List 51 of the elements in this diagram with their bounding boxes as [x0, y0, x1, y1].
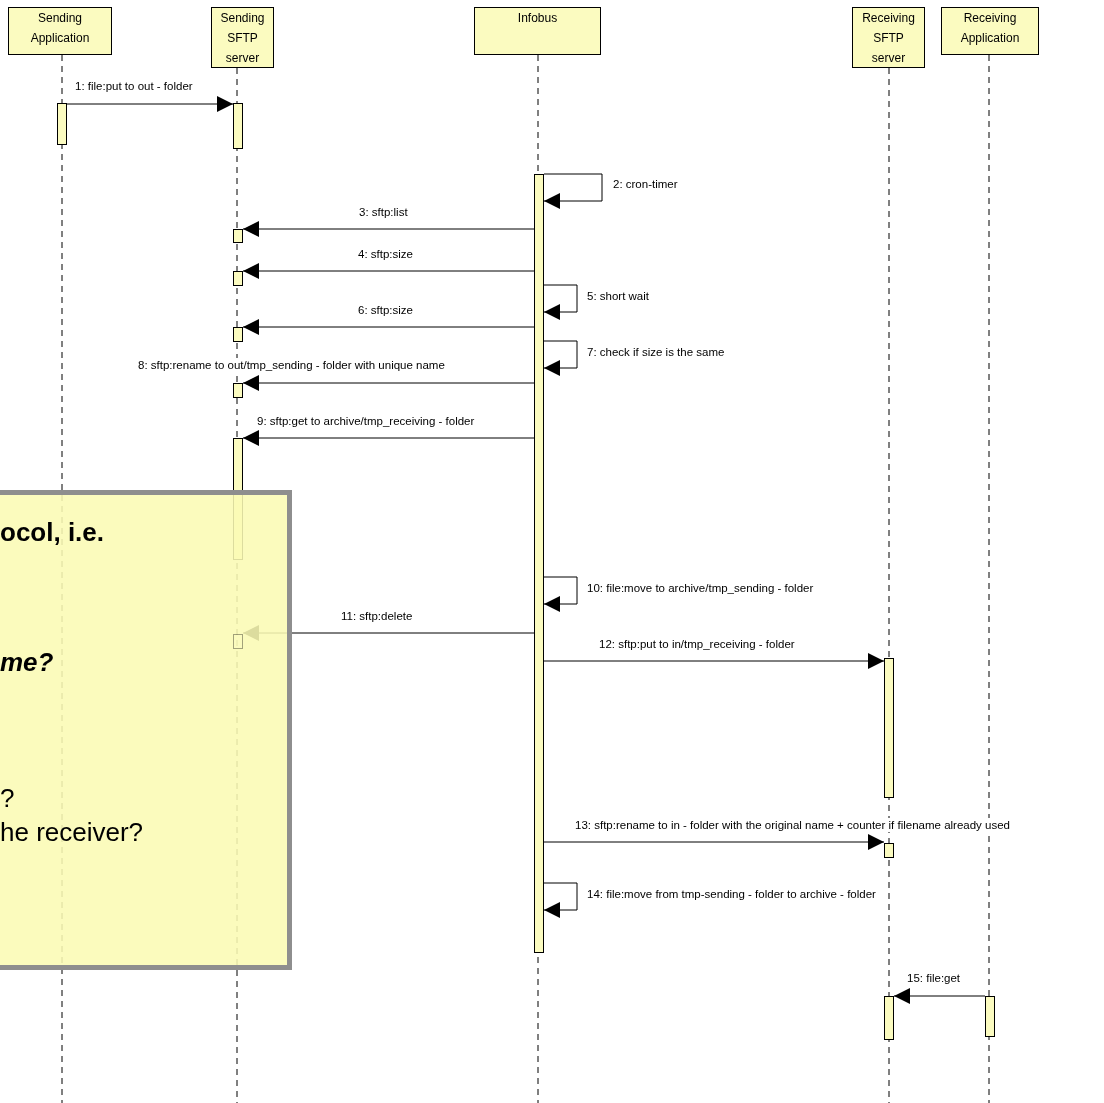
self-message-arrow — [543, 576, 578, 612]
activation-bar — [233, 383, 243, 398]
message-arrow — [893, 988, 986, 1004]
note-box — [0, 490, 292, 970]
note-text: me? — [0, 647, 54, 678]
note-text: he receiver? — [0, 817, 144, 848]
message-arrow — [242, 375, 535, 391]
activation-bar — [534, 174, 544, 953]
message-arrow — [242, 221, 535, 237]
participant-box: Receiving SFTP server — [852, 7, 925, 68]
message-label: 6: sftp:size — [357, 303, 414, 317]
participant-box: Infobus — [474, 7, 601, 55]
activation-bar — [884, 843, 894, 858]
message-label: 11: sftp:delete — [340, 609, 414, 623]
note-text: ocol, i.e. — [0, 517, 105, 548]
activation-bar — [233, 271, 243, 286]
message-label: 1: file:put to out - folder — [74, 79, 194, 93]
message-label: 13: sftp:rename to in - folder with the original name + counter if filename already used — [574, 818, 1011, 832]
message-label: 2: cron-timer — [612, 177, 679, 191]
message-arrow — [242, 263, 535, 279]
self-message-arrow — [543, 340, 578, 376]
self-message-arrow — [543, 173, 603, 209]
participant-box: Sending Application — [8, 7, 112, 55]
note-text: ? — [0, 783, 15, 814]
message-arrow — [242, 319, 535, 335]
activation-bar — [985, 996, 995, 1037]
message-label: 10: file:move to archive/tmp_sending - folder — [586, 581, 815, 595]
activation-bar — [233, 103, 243, 149]
activation-bar — [233, 634, 243, 649]
self-message-arrow — [543, 882, 578, 918]
self-message-arrow — [543, 284, 578, 320]
message-arrow — [66, 96, 234, 112]
message-arrow — [242, 430, 535, 446]
participant-box: Sending SFTP server — [211, 7, 274, 68]
message-label: 4: sftp:size — [357, 247, 414, 261]
activation-bar — [884, 658, 894, 798]
participant-box: Receiving Application — [941, 7, 1039, 55]
message-label: 9: sftp:get to archive/tmp_receiving - folder — [256, 414, 476, 428]
message-arrow — [543, 653, 885, 669]
message-label: 14: file:move from tmp-sending - folder to archive - folder — [586, 887, 877, 901]
activation-bar — [233, 229, 243, 243]
message-arrow — [543, 834, 885, 850]
message-label: 15: file:get — [906, 971, 962, 985]
message-label: 12: sftp:put to in/tmp_receiving - folder — [598, 637, 796, 651]
activation-bar — [233, 327, 243, 342]
message-label: 5: short wait — [586, 289, 650, 303]
message-label: 7: check if size is the same — [586, 345, 726, 359]
activation-bar — [57, 103, 67, 145]
message-label: 8: sftp:rename to out/tmp_sending - folder with unique name — [137, 358, 446, 372]
message-label: 3: sftp:list — [358, 205, 409, 219]
activation-bar — [884, 996, 894, 1040]
